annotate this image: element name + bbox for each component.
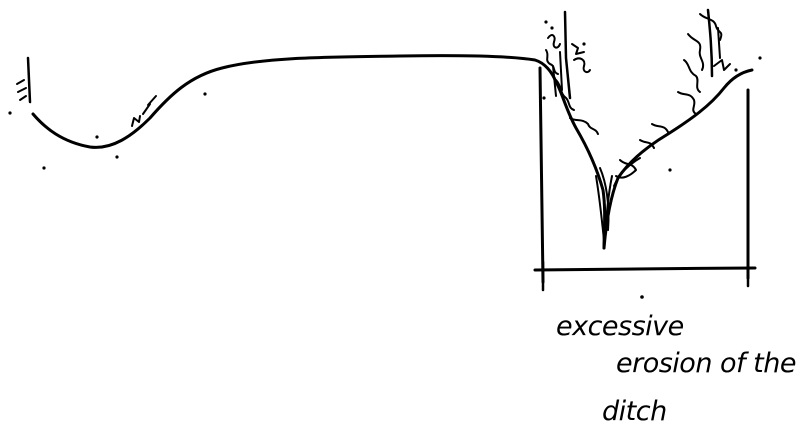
- caption-line-3: ditch: [602, 398, 667, 425]
- caption-line-2: erosion of the: [616, 350, 796, 377]
- scatter-dots-left: [8, 92, 206, 169]
- ground-profile: [33, 56, 556, 148]
- right-bank-vegetation: [616, 10, 762, 178]
- grass-tuft: [132, 96, 156, 126]
- left-post-marker: [17, 58, 30, 102]
- ditch-profile: [556, 70, 752, 248]
- caption-line-1: excessive: [556, 313, 684, 340]
